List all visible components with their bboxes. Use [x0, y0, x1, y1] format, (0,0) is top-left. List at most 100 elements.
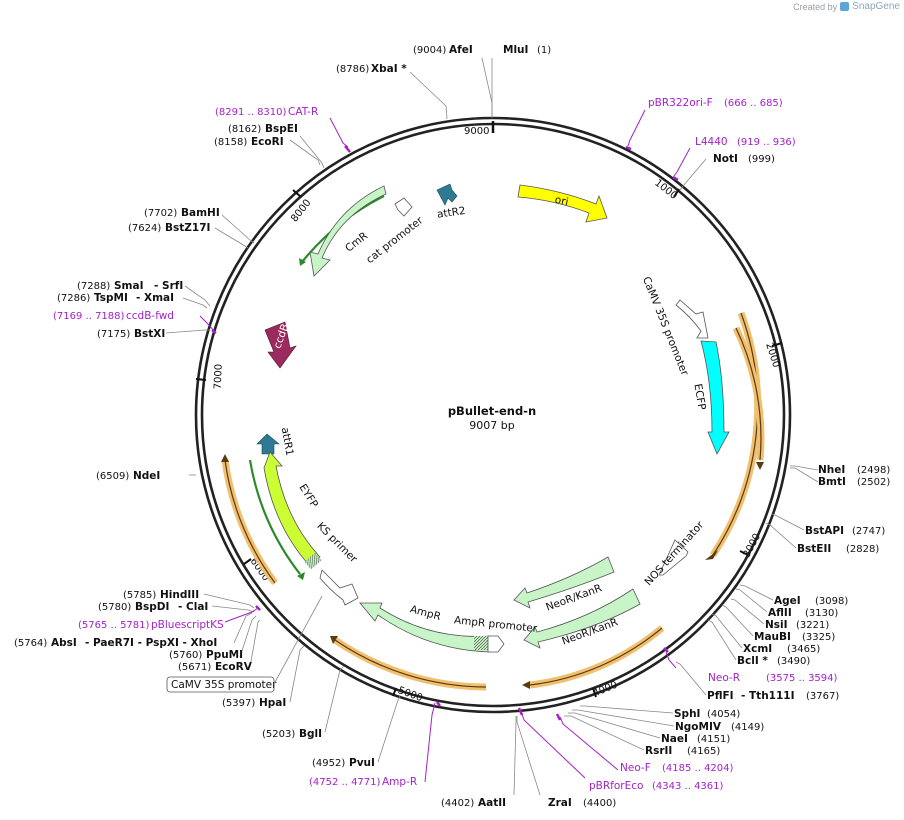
NeoKanR-arrow-2	[523, 588, 641, 649]
site-pos: (4402)	[441, 798, 474, 809]
site-Tth111I: - Tth111I	[741, 690, 795, 702]
primer-Neo-F: Neo-F	[620, 762, 651, 774]
site-MluI: MluI	[503, 44, 528, 56]
site-pos: (5785)	[123, 590, 156, 601]
site-pos: (3221)	[796, 620, 829, 631]
tick-9000: 9000	[464, 126, 489, 137]
camv-box-text: CaMV 35S promoter	[171, 679, 277, 691]
primer-pos: (7169 .. 7188)	[53, 311, 125, 322]
snapgene-credit: Created by SnapGene	[793, 1, 900, 12]
site-pos: (5764)	[14, 638, 47, 649]
EYFP-label: EYFP	[297, 482, 321, 510]
orf-arcs	[221, 195, 765, 691]
created-by-label: Created by	[793, 1, 838, 12]
site-pos: (7175)	[97, 329, 130, 340]
primer-pos: (666 .. 685)	[724, 98, 783, 109]
site-RsrII: RsrII	[645, 745, 672, 757]
site-NdeI: NdeI	[133, 470, 160, 482]
KS-primer-label: KS primer	[314, 520, 360, 566]
attR2-arrow	[436, 183, 458, 206]
site-pos: (4165)	[687, 746, 720, 757]
primer-pBRforEco: pBRforEco	[589, 780, 643, 792]
attR1-arrow	[256, 433, 280, 455]
site-AbsI: AbsI	[51, 637, 77, 649]
primer-pos: (4185 .. 4204)	[662, 763, 734, 774]
ECFP-label: ECFP	[691, 383, 707, 411]
tick-mark	[292, 189, 302, 198]
site-pos: (4054)	[707, 709, 740, 720]
site-BclI: BclI *	[737, 655, 768, 667]
primer-sites	[211, 145, 679, 721]
site-SphI: SphI	[674, 708, 700, 720]
site-BglI: BglI	[299, 728, 322, 740]
site-NotI: NotI	[713, 153, 738, 165]
site-NaeI: NaeI	[661, 733, 688, 745]
site-pos: (999)	[748, 154, 775, 165]
site-pos: (8158)	[214, 137, 247, 148]
site-pos: (7624)	[128, 223, 161, 234]
site-pos: (8786)	[336, 64, 369, 75]
primer-Neo-R: Neo-R	[708, 672, 740, 684]
primer-labels: (8291 .. 8310) CAT-R pBR322ori-F (666 ..…	[53, 97, 838, 792]
primer-pos: (4343 .. 4361)	[652, 781, 724, 792]
site-pos: (5397)	[222, 698, 255, 709]
site-MauBI: MauBI	[754, 631, 791, 643]
site-leader-lines	[165, 57, 819, 796]
site-pos: (2498)	[857, 465, 890, 476]
site-AbsI-extra: - PaeR7I - PspXI - XhoI	[85, 637, 217, 649]
tick-2000: 2000	[763, 342, 781, 370]
site-pos: (7702)	[144, 208, 177, 219]
site-pos: (2502)	[857, 477, 890, 488]
primer-Amp-R: Amp-R	[382, 776, 417, 788]
site-pos: (8162)	[228, 124, 261, 135]
site-pos: (3767)	[806, 691, 839, 702]
tick-mark	[592, 687, 597, 698]
EYFP-arrow	[263, 451, 321, 566]
primer-L4440: L4440	[695, 136, 728, 148]
tick-mark	[392, 687, 397, 697]
site-NsiI: NsiI	[765, 619, 788, 631]
site-HindIII: HindIII	[160, 589, 199, 601]
cat-promoter-arrow	[394, 197, 413, 217]
site-AflII: AflII	[768, 607, 792, 619]
NeoKanR-arrow-1	[513, 556, 615, 609]
AmpR-promoter-arrow	[487, 635, 505, 653]
site-BstXI: BstXI	[134, 328, 165, 340]
site-SmaI: SmaI	[114, 280, 144, 292]
site-pos: (2828)	[846, 544, 879, 555]
site-pos: (4151)	[697, 734, 730, 745]
plasmid-length: 9007 bp	[469, 419, 514, 432]
site-pos: (5203)	[262, 729, 295, 740]
site-pos: (3098)	[815, 596, 848, 607]
primer-pos: (8291 .. 8310)	[215, 107, 287, 118]
site-SrfI: - SrfI	[154, 280, 183, 292]
AmpR-arrow	[359, 602, 491, 653]
attR1-label: attR1	[279, 426, 296, 456]
AmpR-promoter-label: AmpR promoter	[453, 614, 538, 635]
site-pos: (3490)	[777, 656, 810, 667]
site-AfeI: AfeI	[449, 44, 473, 56]
site-pos: (3130)	[805, 608, 838, 619]
tick-mark	[243, 558, 252, 565]
site-BstZ17I: BstZ17I	[165, 222, 210, 234]
camv-box-label: CaMV 35S promoter	[166, 595, 323, 693]
site-pos: (5780)	[98, 602, 131, 613]
primer-pos: (919 .. 936)	[737, 137, 796, 148]
site-pos: (2747)	[852, 526, 885, 537]
tick-mark	[739, 550, 749, 556]
ori-arrow	[517, 184, 608, 223]
site-ClaI: - ClaI	[178, 601, 208, 613]
site-EcoRV: EcoRV	[215, 661, 253, 673]
site-pos: (1)	[537, 45, 551, 56]
site-pos: (3465)	[787, 644, 820, 655]
AmpR-label: AmpR	[409, 603, 442, 623]
tick-4000: 4000	[591, 680, 619, 700]
site-NgoMIV: NgoMIV	[675, 721, 722, 733]
tick-8000: 8000	[289, 198, 313, 225]
primer-pos: (3575 .. 3594)	[766, 673, 838, 684]
primer-pos: (5765 .. 5781)	[78, 620, 150, 631]
site-AgeI: AgeI	[774, 595, 801, 607]
primer-pBR322ori-F: pBR322ori-F	[648, 97, 713, 109]
site-pos: (7286)	[57, 293, 90, 304]
feature-arrows	[256, 183, 730, 653]
